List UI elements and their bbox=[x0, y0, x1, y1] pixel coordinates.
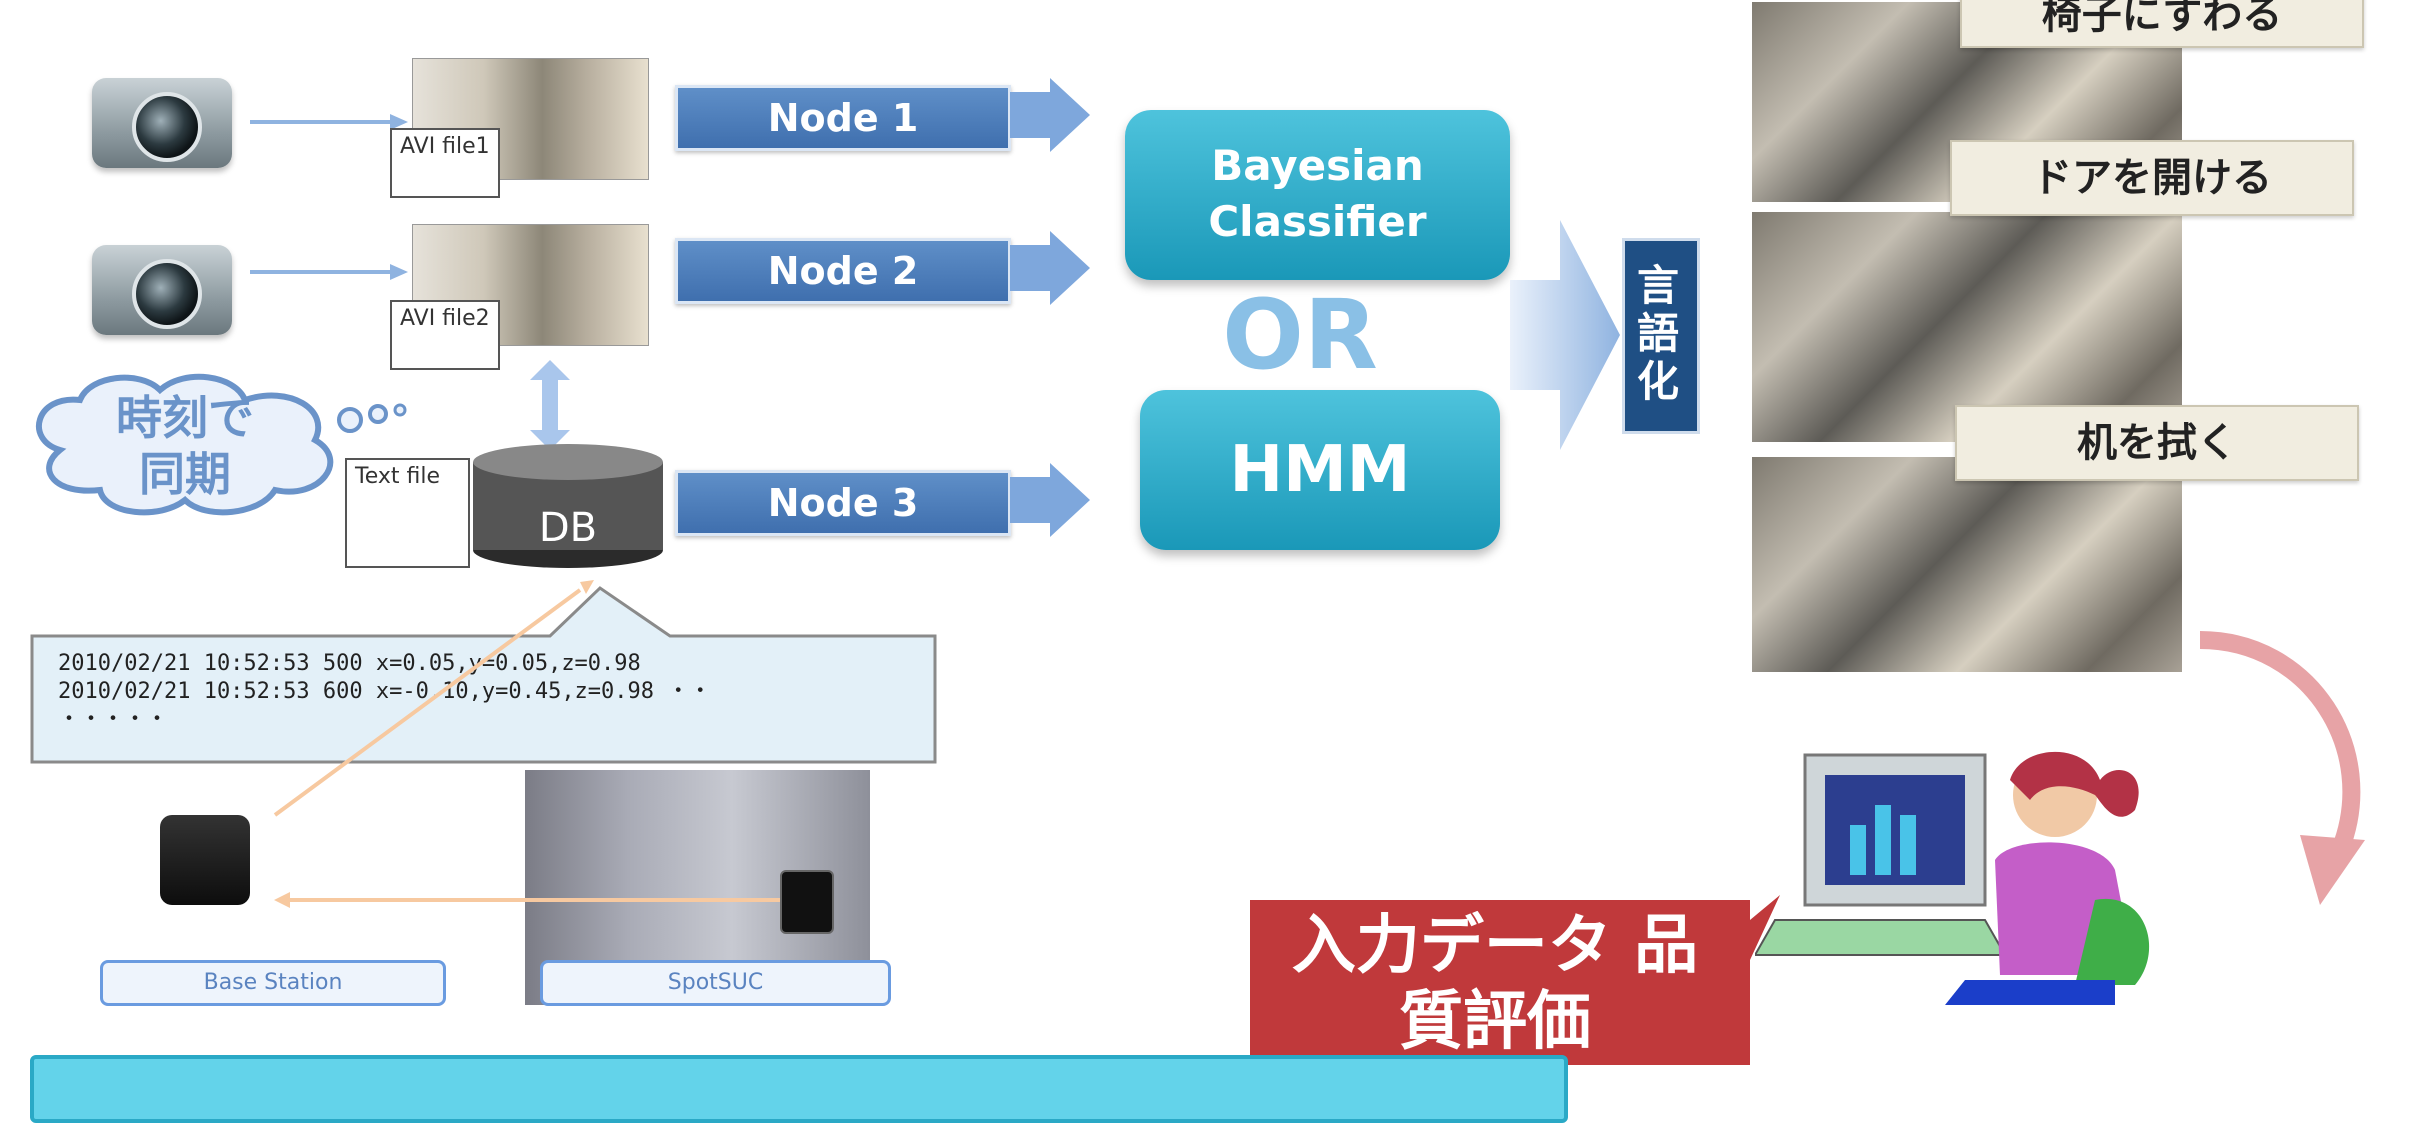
node-3: Node 3 bbox=[675, 470, 1011, 536]
sync-cloud bbox=[35, 373, 407, 516]
activity-photo-3 bbox=[1750, 455, 2184, 674]
camera-connector-arrows bbox=[250, 114, 408, 280]
activity-label-1: 椅子にすわる bbox=[1960, 0, 2364, 48]
database-icon bbox=[473, 444, 663, 568]
hmm-box: HMM bbox=[1140, 390, 1500, 550]
sync-double-arrow bbox=[530, 360, 570, 450]
activity-label-3: 机を拭く bbox=[1955, 405, 2359, 481]
log-callout-shape bbox=[30, 586, 937, 764]
activity-label-2: ドアを開ける bbox=[1950, 140, 2354, 216]
bayesian-classifier-box: Bayesian Classifier bbox=[1125, 110, 1510, 280]
user-computer-illustration bbox=[1755, 751, 2150, 1005]
spot-sensor-icon bbox=[780, 870, 834, 934]
log-line-1: 2010/02/21 10:52:53 500 x=0.05,y=0.05,z=… bbox=[58, 651, 641, 676]
sync-cloud-label: 時刻で 同期 bbox=[116, 391, 254, 501]
camera-2-icon bbox=[92, 245, 232, 335]
avi-file-1-label: AVI file1 bbox=[390, 128, 500, 198]
signal-arrows bbox=[273, 580, 780, 908]
avi-file-2-label: AVI file2 bbox=[390, 300, 500, 370]
bottom-banner bbox=[30, 1055, 1568, 1123]
node-arrows bbox=[1010, 78, 1090, 537]
text-file-label: Text file bbox=[345, 458, 470, 568]
verbalize-label: 言語化 bbox=[1636, 261, 1679, 406]
log-line-2: 2010/02/21 10:52:53 600 x=-0.10,y=0.45,z… bbox=[58, 679, 712, 704]
camera-1-icon bbox=[92, 78, 232, 168]
verbalize-box bbox=[1622, 238, 1700, 434]
node-1: Node 1 bbox=[675, 85, 1011, 151]
log-text: 2010/02/21 10:52:53 500 x=0.05,y=0.05,z=… bbox=[58, 650, 711, 734]
db-label: DB bbox=[538, 505, 598, 551]
base-station-label: Base Station bbox=[100, 960, 446, 1006]
feedback-curved-arrow bbox=[2199, 631, 2365, 905]
evaluation-label: 入力データ 品質評価 bbox=[1291, 909, 1699, 1059]
spot-sensor-label: SpotSUC bbox=[540, 960, 891, 1006]
node-2: Node 2 bbox=[675, 238, 1011, 304]
classifier-output-arrow bbox=[1510, 220, 1620, 450]
or-label: OR bbox=[1222, 279, 1378, 391]
evaluation-callout bbox=[1250, 895, 1780, 1065]
log-line-3: ・・・・・ bbox=[58, 707, 169, 732]
base-station-icon bbox=[160, 815, 250, 905]
